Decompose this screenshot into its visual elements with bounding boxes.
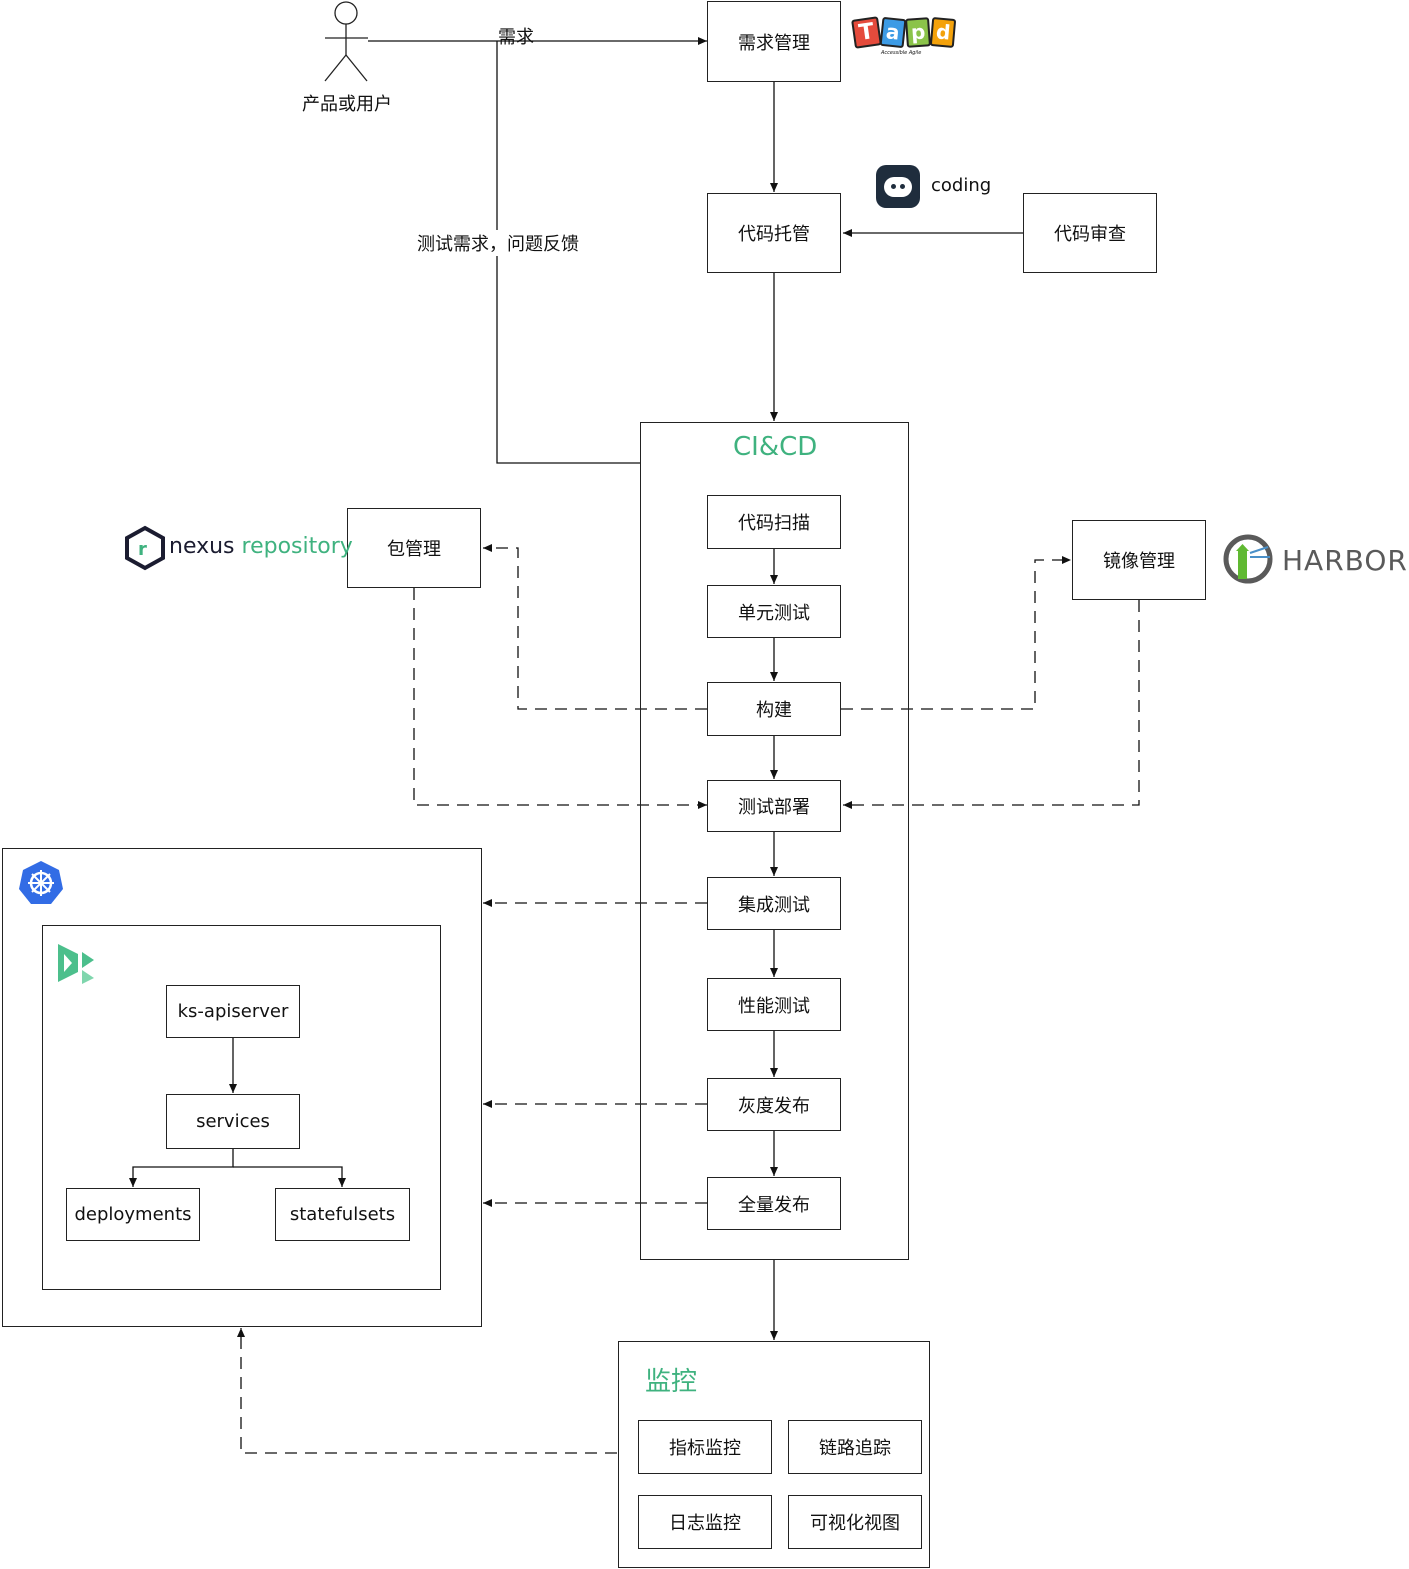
- monitoring-title: 监控: [645, 1367, 698, 1397]
- kubernetes-logo-icon: [19, 861, 63, 904]
- kubesphere-container: [42, 925, 441, 1290]
- services-node[interactable]: services: [166, 1094, 300, 1149]
- package-management-node[interactable]: 包管理: [347, 508, 481, 588]
- statefulsets-node[interactable]: statefulsets: [275, 1188, 410, 1241]
- nexus-word: nexus: [169, 534, 235, 559]
- edge-monitor-k8s: [237, 1328, 617, 1454]
- edge-image-deploy: [843, 600, 1140, 809]
- code-hosting-node[interactable]: 代码托管: [707, 193, 841, 273]
- monitoring-container: [618, 1341, 930, 1568]
- cicd-step-integration-test[interactable]: 集成测试: [707, 877, 841, 930]
- cicd-step-build[interactable]: 构建: [707, 682, 841, 736]
- image-management-node[interactable]: 镜像管理: [1072, 520, 1206, 600]
- tapd-logo-letter: d: [929, 16, 957, 49]
- monitor-metrics-node[interactable]: 指标监控: [638, 1420, 772, 1474]
- tapd-logo-letter: p: [904, 17, 931, 48]
- tapd-logo-letter: a: [879, 16, 906, 49]
- cicd-step-canary-release[interactable]: 灰度发布: [707, 1078, 841, 1131]
- nexus-repository-word: repository: [241, 534, 353, 559]
- cicd-container: [640, 422, 909, 1260]
- code-review-node[interactable]: 代码审查: [1023, 193, 1157, 273]
- edge-label-demand: 需求: [498, 27, 534, 48]
- user-actor-icon: [324, 1, 368, 82]
- edge-build-package: [483, 544, 707, 710]
- tapd-logo-letter: T: [851, 16, 882, 49]
- kubesphere-logo-icon: [58, 944, 94, 984]
- coding-logo-text: coding: [931, 175, 992, 196]
- ks-apiserver-node[interactable]: ks-apiserver: [166, 985, 300, 1038]
- actor-label: 产品或用户: [302, 94, 392, 115]
- svg-text:r: r: [138, 539, 147, 560]
- cicd-step-unit-test[interactable]: 单元测试: [707, 585, 841, 638]
- demand-management-node[interactable]: 需求管理: [707, 1, 841, 82]
- cicd-step-performance-test[interactable]: 性能测试: [707, 978, 841, 1031]
- nexus-logo-text: nexus repository: [169, 534, 353, 559]
- edge-feedback: [496, 41, 640, 464]
- cicd-step-test-deploy[interactable]: 测试部署: [707, 780, 841, 832]
- monitor-tracing-node[interactable]: 链路追踪: [788, 1420, 922, 1474]
- harbor-logo-text: HARBOR: [1282, 544, 1408, 577]
- nexus-logo-icon: r: [125, 525, 165, 571]
- monitor-visualization-node[interactable]: 可视化视图: [788, 1495, 922, 1549]
- tapd-logo: T a p d Accessible Agile: [851, 16, 957, 66]
- edge-build-image: [841, 556, 1071, 710]
- harbor-logo-icon: [1223, 534, 1273, 584]
- monitor-logging-node[interactable]: 日志监控: [638, 1495, 772, 1549]
- tapd-tagline: Accessible Agile: [881, 50, 922, 56]
- edge-label-feedback: 测试需求，问题反馈: [417, 230, 579, 256]
- cicd-step-full-release[interactable]: 全量发布: [707, 1177, 841, 1230]
- cicd-title: CI&CD: [733, 432, 818, 462]
- kubernetes-cluster-container: [2, 848, 482, 1327]
- coding-logo-icon: [876, 165, 920, 208]
- cicd-step-code-scan[interactable]: 代码扫描: [707, 495, 841, 549]
- deployments-node[interactable]: deployments: [66, 1188, 200, 1241]
